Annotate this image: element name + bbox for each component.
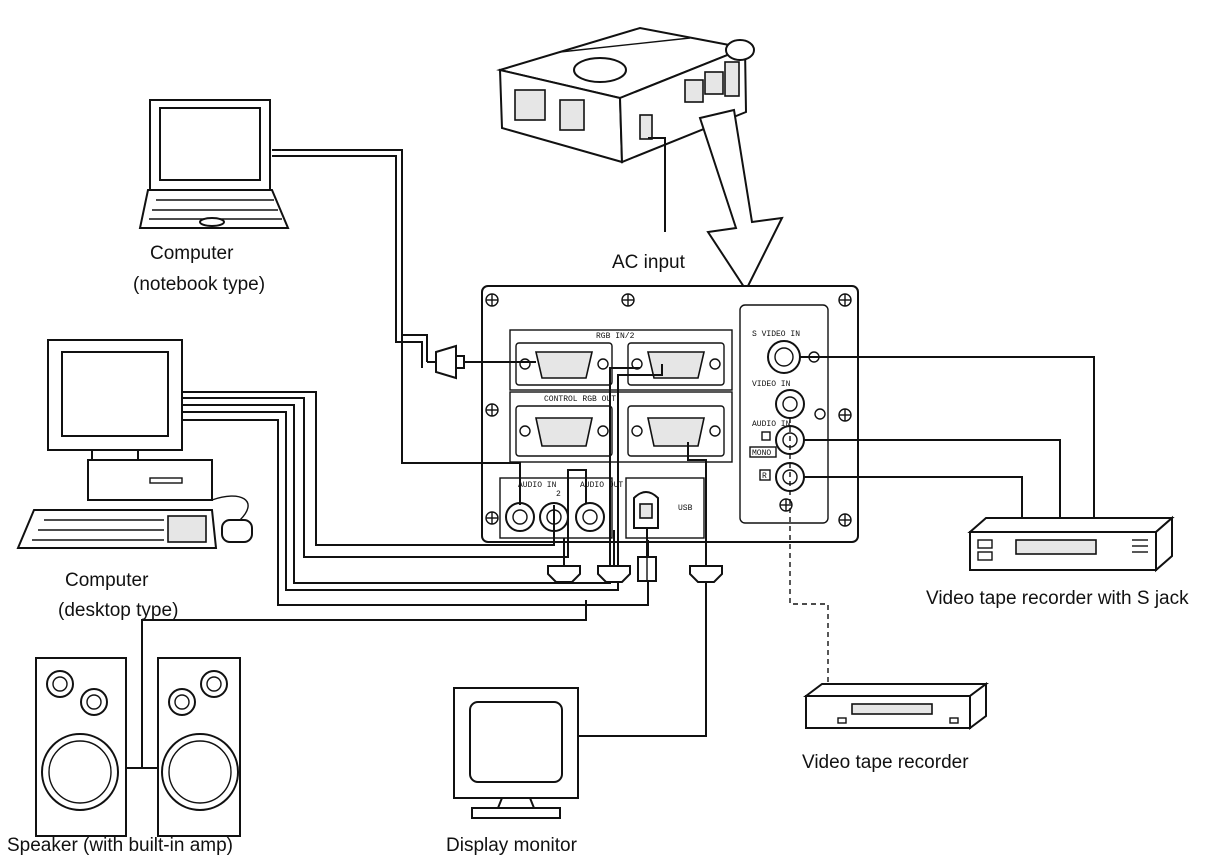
speaker-label: Speaker (with built-in amp)	[7, 835, 233, 856]
control-rgb-out-label: CONTROL RGB OUT	[544, 395, 616, 404]
notebook-rgb-cable-b	[272, 155, 423, 368]
notebook-rgb-cable-a	[272, 149, 428, 362]
audio-in-r-label: R	[762, 472, 767, 481]
video-in-jack[interactable]	[775, 389, 826, 420]
notebook-label-line2: (notebook type)	[133, 274, 265, 295]
panel-screws	[485, 293, 852, 527]
vcr-label: Video tape recorder	[802, 752, 969, 773]
rgb-in-1-port[interactable]	[515, 342, 613, 386]
usb-plug	[637, 528, 657, 582]
usb-label: USB	[678, 504, 693, 513]
desktop-audio-cable	[182, 367, 640, 584]
notebook-audio-cable	[401, 150, 521, 505]
audio-out-plug	[547, 538, 581, 583]
desktop-label-line2: (desktop type)	[58, 600, 178, 621]
notebook-rgb-plug	[435, 344, 465, 380]
s-video-in-label: S VIDEO IN	[752, 330, 800, 339]
ac-cable	[648, 137, 666, 232]
audio-in-2-label: 2	[556, 490, 561, 499]
ac-input-label: AC input	[612, 252, 686, 273]
notebook-computer-icon	[138, 99, 290, 229]
audio-out-jack[interactable]	[575, 502, 605, 532]
control-plug	[597, 530, 631, 583]
usb-port[interactable]	[633, 491, 659, 529]
vcr-s-label: Video tape recorder with S jack	[926, 588, 1189, 609]
desktop-usb-cable	[182, 419, 649, 606]
projector-icon	[496, 26, 755, 164]
desktop-control-cable	[182, 397, 587, 558]
speaker-left-icon	[35, 657, 127, 837]
audio-out-label: AUDIO OUT	[580, 481, 623, 490]
vcr-video-cable	[789, 418, 829, 688]
desktop-audio-cable-b	[182, 364, 663, 591]
audio-in-1-jack[interactable]	[505, 502, 535, 532]
vcr-icon	[803, 682, 989, 730]
speaker-right-icon	[157, 657, 241, 837]
audio-in-right-label: AUDIO IN	[752, 420, 791, 429]
projector-rear-panel: RGB IN/2 CONTROL RGB OUT	[481, 285, 859, 543]
audio-in-label: AUDIO IN	[518, 481, 557, 490]
notebook-label-line1: Computer	[150, 243, 234, 264]
rgb-in-label: RGB IN/2	[596, 332, 635, 341]
control-port[interactable]	[515, 405, 613, 457]
display-monitor-icon	[453, 687, 579, 819]
desktop-computer-icon	[16, 339, 253, 549]
desktop-rgb-cable	[182, 391, 555, 546]
mono-label: MONO	[752, 449, 771, 458]
vcr-audio-r-cable	[804, 476, 1023, 518]
rgb-out-port[interactable]	[627, 405, 725, 457]
vcr-s-video-cable	[800, 356, 1095, 518]
display-cable	[578, 582, 707, 737]
video-in-label: VIDEO IN	[752, 380, 791, 389]
zoom-arrow-icon	[698, 108, 784, 293]
vcr-s-jack-icon	[967, 515, 1175, 573]
rgb-out-plug	[687, 442, 723, 583]
desktop-label-line1: Computer	[65, 570, 149, 591]
vcr-audio-l-cable	[804, 439, 1061, 518]
display-label: Display monitor	[446, 835, 578, 856]
speaker-cable	[141, 600, 587, 768]
